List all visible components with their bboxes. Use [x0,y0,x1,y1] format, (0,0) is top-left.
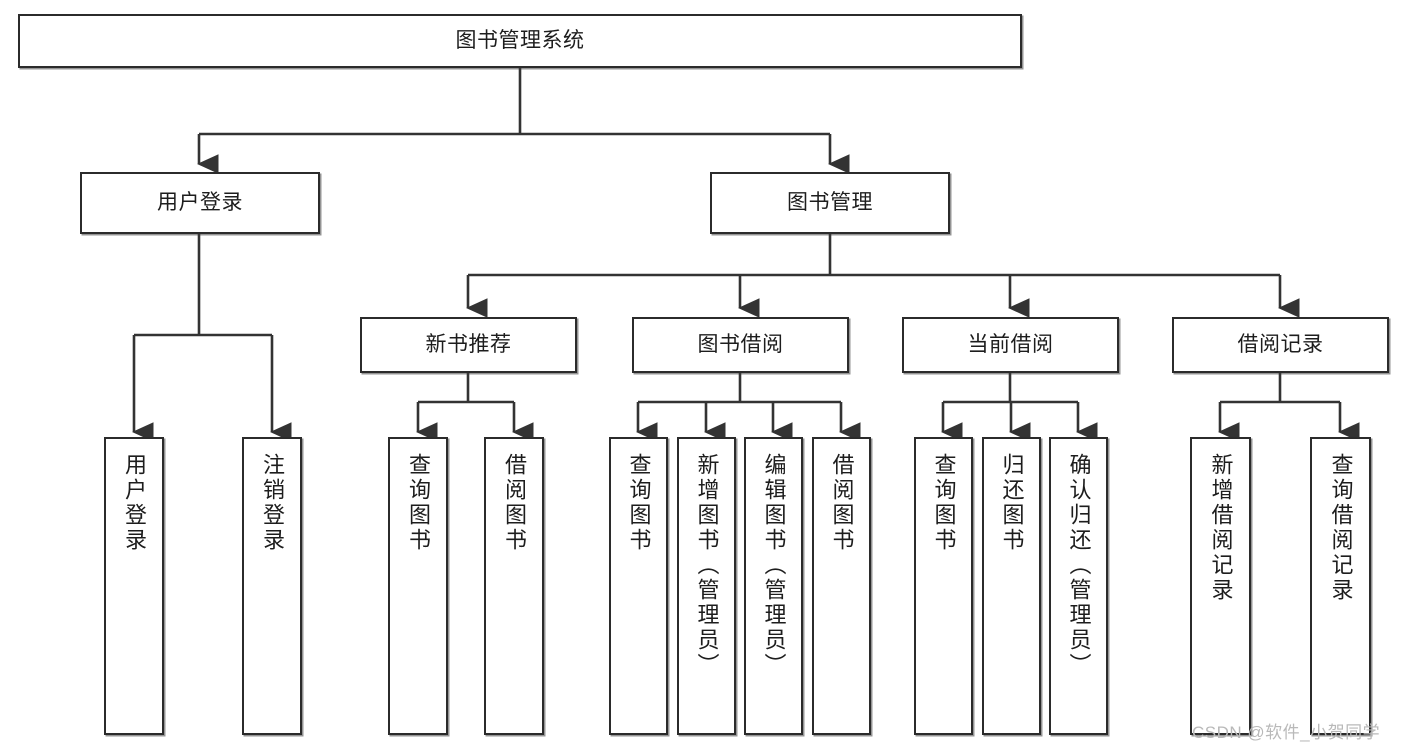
node-current-borrow-label: 当前借阅 [967,332,1054,356]
node-borrow-record[interactable]: 借阅记录 [1172,317,1389,373]
node-root[interactable]: 图书管理系统 [18,14,1022,68]
node-user-login[interactable]: 用户登录 [80,172,320,234]
csdn-watermark: CSDN @软件_小贺同学 [1192,723,1381,742]
node-leaf-logout-login[interactable]: 注销登录 [242,437,302,735]
node-book-borrow[interactable]: 图书借阅 [632,317,849,373]
node-leaf-user-login[interactable]: 用户登录 [104,437,164,735]
node-book-management[interactable]: 图书管理 [710,172,950,234]
node-leaf-add-book[interactable]: 新增图书（管理员） [677,437,736,735]
node-leaf-query-book-2-label: 查询图书 [626,453,652,553]
node-leaf-logout-login-label: 注销登录 [260,453,285,553]
node-leaf-confirm-return[interactable]: 确认归还（管理员） [1049,437,1108,735]
node-current-borrow[interactable]: 当前借阅 [902,317,1119,373]
node-root-label: 图书管理系统 [455,28,585,52]
node-leaf-query-book-1[interactable]: 查询图书 [388,437,448,735]
node-leaf-user-login-label: 用户登录 [122,453,147,553]
node-leaf-confirm-return-label: 确认归还（管理员） [1066,453,1092,678]
node-leaf-query-record[interactable]: 查询借阅记录 [1310,437,1371,735]
node-new-book-recommend-label: 新书推荐 [425,332,512,356]
node-leaf-return-book[interactable]: 归还图书 [982,437,1041,735]
node-leaf-add-book-label: 新增图书（管理员） [694,453,720,678]
node-borrow-record-label: 借阅记录 [1237,332,1324,356]
node-leaf-edit-book[interactable]: 编辑图书（管理员） [744,437,803,735]
node-leaf-borrow-book-2-label: 借阅图书 [829,453,855,553]
node-leaf-query-book-3-label: 查询图书 [931,453,957,553]
node-leaf-add-record[interactable]: 新增借阅记录 [1190,437,1251,735]
node-book-management-label: 图书管理 [787,190,873,214]
node-leaf-query-record-label: 查询借阅记录 [1328,453,1354,603]
node-leaf-borrow-book-1-label: 借阅图书 [502,453,527,553]
node-book-borrow-label: 图书借阅 [697,332,784,356]
node-leaf-borrow-book-1[interactable]: 借阅图书 [484,437,544,735]
node-leaf-add-record-label: 新增借阅记录 [1208,453,1234,603]
node-leaf-borrow-book-2[interactable]: 借阅图书 [812,437,871,735]
node-leaf-edit-book-label: 编辑图书（管理员） [761,453,787,678]
node-new-book-recommend[interactable]: 新书推荐 [360,317,577,373]
node-leaf-query-book-1-label: 查询图书 [406,453,431,553]
node-leaf-return-book-label: 归还图书 [999,453,1025,553]
node-leaf-query-book-2[interactable]: 查询图书 [609,437,668,735]
node-user-login-label: 用户登录 [157,190,243,214]
node-leaf-query-book-3[interactable]: 查询图书 [914,437,973,735]
